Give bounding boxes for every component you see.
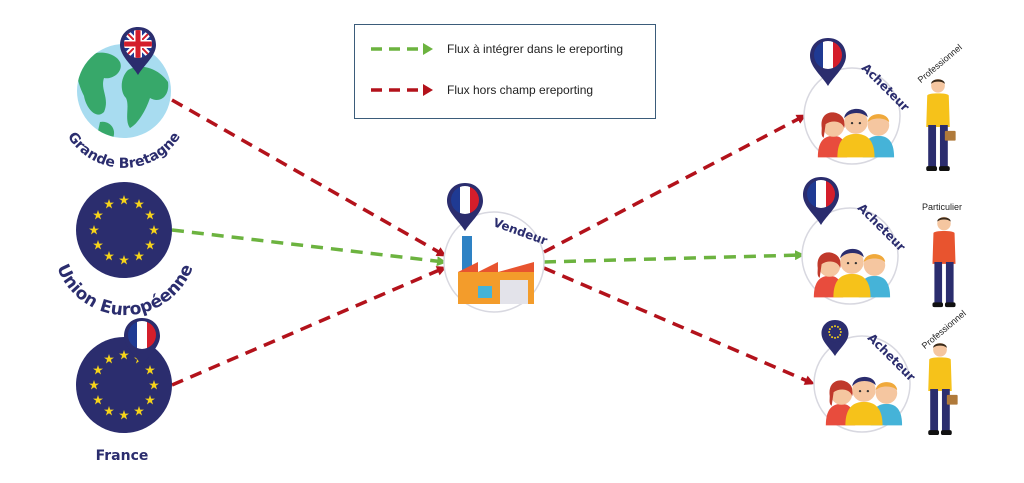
source-uk: Grande Bretagne: [64, 27, 184, 172]
buyer-1: Acheteur Professionnel: [803, 38, 964, 172]
professional-person-icon: [928, 342, 958, 436]
people-group-icon: [813, 248, 891, 298]
source-fr-label: France: [96, 448, 149, 464]
people-group-icon: [825, 376, 903, 426]
buyer-1-type: Professionnel: [916, 42, 964, 85]
legend-item-outside: Flux hors champ ereporting: [369, 82, 593, 98]
buyer-2-type: Particulier: [922, 202, 962, 212]
buyer-2: Acheteur Particulier: [801, 177, 962, 308]
people-group-icon: [817, 108, 895, 158]
eu-flag-icon: [76, 182, 172, 278]
flow-fr-to-seller: [171, 266, 447, 387]
globe-icon: [77, 44, 171, 138]
legend: Flux à intégrer dans le ereporting Flux …: [354, 24, 656, 119]
eu-flag-icon: [824, 321, 846, 343]
individual-person-icon: [932, 216, 956, 308]
eu-flag-icon: [76, 337, 172, 433]
source-eu: Union Européenne: [52, 182, 198, 320]
buyer-3: Acheteur Professionnel: [813, 308, 968, 436]
legend-outside-label: Flux hors champ ereporting: [447, 83, 594, 97]
flow-lines: [171, 98, 815, 387]
legend-item-integrate: Flux à intégrer dans le ereporting: [369, 41, 623, 57]
legend-integrate-label: Flux à intégrer dans le ereporting: [447, 42, 624, 56]
flow-seller-to-buyer-3: [543, 266, 815, 385]
source-fr: France: [76, 318, 172, 464]
flow-eu-to-seller: [171, 228, 447, 267]
professional-person-icon: [926, 78, 956, 172]
seller: Vendeur: [443, 183, 549, 313]
flow-uk-to-seller: [171, 98, 447, 257]
red-dashed-arrow-icon: [371, 84, 433, 96]
flow-seller-to-buyer-1: [543, 114, 807, 254]
factory-icon: [458, 236, 534, 304]
green-dashed-arrow-icon: [371, 43, 433, 55]
flow-seller-to-buyer-2: [543, 250, 805, 264]
